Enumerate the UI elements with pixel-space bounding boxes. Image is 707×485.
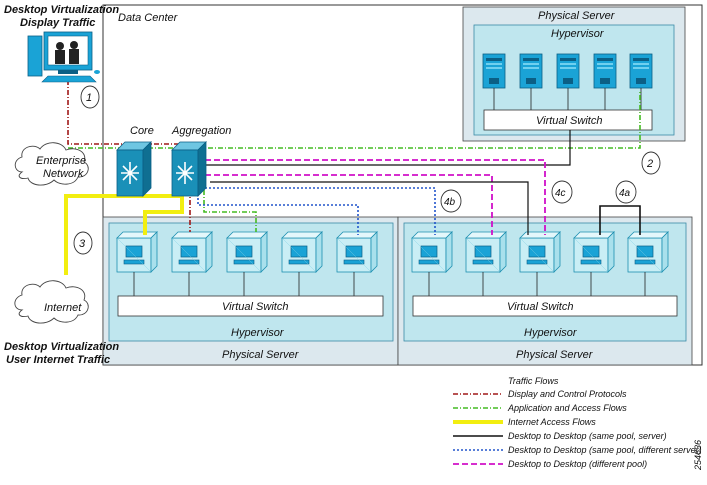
- server-tower: [629, 53, 653, 89]
- legend-label: Desktop to Desktop (same pool, different…: [508, 445, 702, 455]
- virtual-desktop: [573, 231, 615, 273]
- flow-desktop-same-pool-server: [599, 205, 641, 235]
- callout-3: 3: [73, 231, 93, 255]
- virtual-desktop: [281, 231, 323, 273]
- desktop-display-title: Desktop Virtualization: [4, 4, 119, 16]
- callout-2: 2: [641, 151, 661, 175]
- svg-text:3: 3: [79, 238, 86, 250]
- flow-display-control: [67, 80, 191, 232]
- enterprise-network-cloud: [14, 142, 89, 186]
- hypervisor-right-label: Hypervisor: [524, 327, 578, 339]
- aggregation-label: Aggregation: [171, 125, 231, 137]
- virtual-desktop: [465, 231, 507, 273]
- legend: Traffic Flows Display and Control Protoc…: [453, 376, 702, 469]
- legend-label: Internet Access Flows: [508, 417, 596, 427]
- virtual-desktop: [411, 231, 453, 273]
- legend-title: Traffic Flows: [508, 376, 559, 386]
- physical-server-right-label: Physical Server: [516, 349, 594, 361]
- flow-desktop-same-pool-server: [200, 130, 571, 166]
- aggregation-switch: [171, 141, 207, 197]
- server-tower: [593, 53, 617, 89]
- data-center-label: Data Center: [118, 12, 179, 24]
- virtual-switch-left-label: Virtual Switch: [222, 301, 288, 313]
- enterprise-network-label: Network: [43, 168, 84, 180]
- core-label: Core: [130, 125, 154, 137]
- legend-label: Display and Control Protocols: [508, 389, 627, 399]
- figure-id: 254636: [693, 440, 703, 471]
- virtual-switch-top-label: Virtual Switch: [536, 115, 602, 127]
- hypervisor-top-label: Hypervisor: [551, 28, 605, 40]
- physical-server-left-label: Physical Server: [222, 349, 300, 361]
- svg-text:4b: 4b: [444, 197, 456, 208]
- legend-label: Application and Access Flows: [507, 403, 627, 413]
- legend-label: Desktop to Desktop (same pool, server): [508, 431, 667, 441]
- core-switch: [116, 141, 152, 197]
- virtual-desktop: [226, 231, 268, 273]
- callout-1: 1: [80, 85, 100, 109]
- legend-label: Desktop to Desktop (different pool): [508, 459, 647, 469]
- svg-text:4c: 4c: [555, 188, 566, 199]
- user-internet-title: Desktop Virtualization: [4, 341, 119, 353]
- desktop-display-title: Display Traffic: [20, 17, 95, 29]
- virtual-switch-left: [117, 295, 384, 317]
- hypervisor-left-label: Hypervisor: [231, 327, 285, 339]
- svg-text:1: 1: [86, 92, 92, 104]
- virtual-switch-right-label: Virtual Switch: [507, 301, 573, 313]
- server-tower: [482, 53, 506, 89]
- flow-application-access: [68, 92, 641, 149]
- virtual-desktop: [336, 231, 378, 273]
- callout-4c: 4c: [551, 180, 573, 204]
- enterprise-network-label: Enterprise: [36, 155, 86, 167]
- internet-label: Internet: [44, 302, 82, 314]
- virtual-desktop: [627, 231, 669, 273]
- user-internet-title: User Internet Traffic: [6, 354, 110, 366]
- physical-server-top-label: Physical Server: [538, 10, 616, 22]
- virtual-desktop: [116, 231, 158, 273]
- callout-4a: 4a: [615, 180, 637, 204]
- flow-desktop-different-pool: [205, 174, 493, 235]
- virtual-switch-right: [412, 295, 678, 317]
- flow-application-access: [203, 180, 257, 232]
- callout-4b: 4b: [440, 189, 462, 213]
- flow-desktop-same-pool-diff-server: [205, 187, 436, 235]
- flow-desktop-same-pool-server: [210, 181, 529, 235]
- desktop-pc: [27, 31, 100, 83]
- svg-text:2: 2: [646, 158, 653, 170]
- virtual-desktop: [171, 231, 213, 273]
- virtual-switch-top: [483, 109, 653, 131]
- flow-desktop-different-pool: [205, 159, 546, 235]
- server-tower: [519, 53, 543, 89]
- svg-text:4a: 4a: [619, 188, 631, 199]
- flow-internet-access: [64, 194, 184, 275]
- internet-cloud: [14, 280, 89, 324]
- virtual-desktop: [519, 231, 561, 273]
- server-tower: [556, 53, 580, 89]
